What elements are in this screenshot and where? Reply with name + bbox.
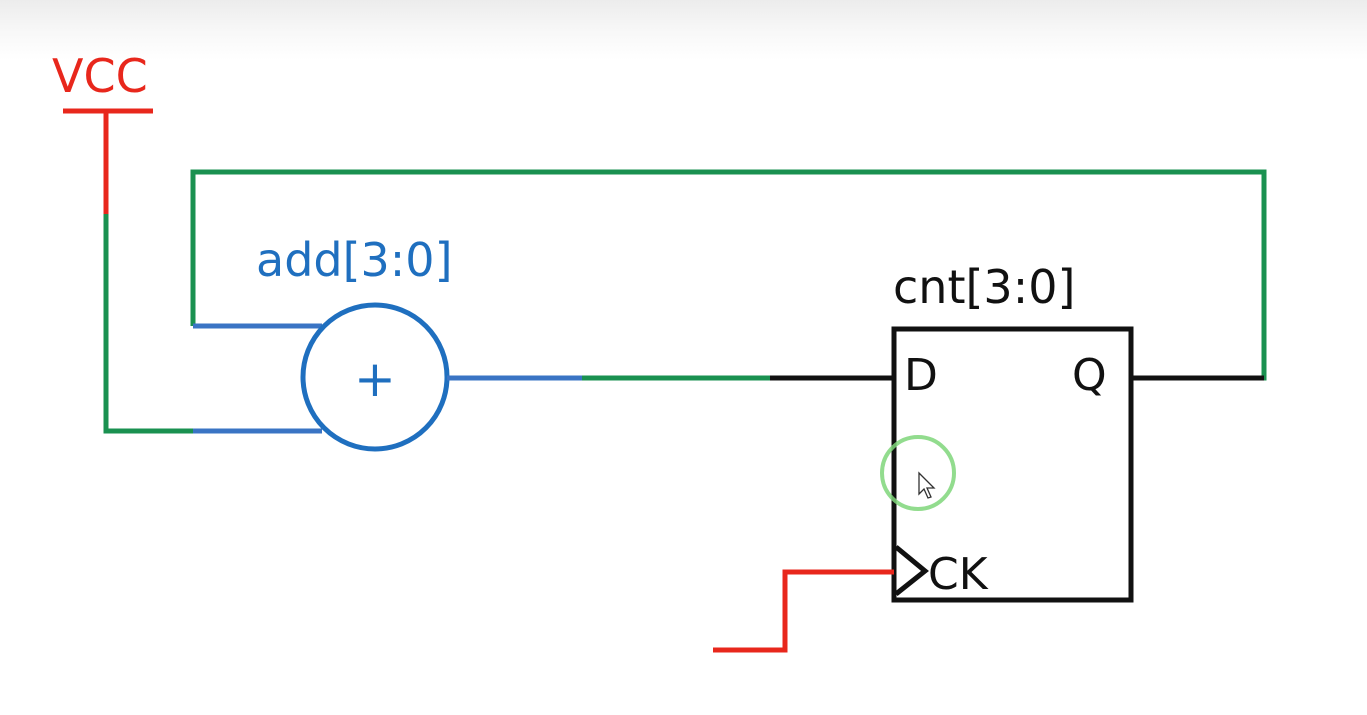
clock-input-wire (713, 569, 894, 653)
cursor-highlight-ring (880, 435, 956, 511)
adder-name-label: add[3:0] (256, 233, 453, 287)
pin-q-label: Q (1072, 350, 1107, 401)
vcc-to-adder-wire (103, 214, 193, 434)
pin-d-label: D (904, 350, 938, 401)
vcc-label: VCC (52, 49, 148, 103)
register-name-label: cnt[3:0] (893, 260, 1075, 314)
adder-plus-symbol: + (354, 350, 396, 408)
register-box (891, 326, 1134, 603)
pin-ck-label: CK (928, 549, 989, 600)
clock-triangle (894, 545, 929, 596)
mouse-pointer-icon (918, 471, 936, 499)
